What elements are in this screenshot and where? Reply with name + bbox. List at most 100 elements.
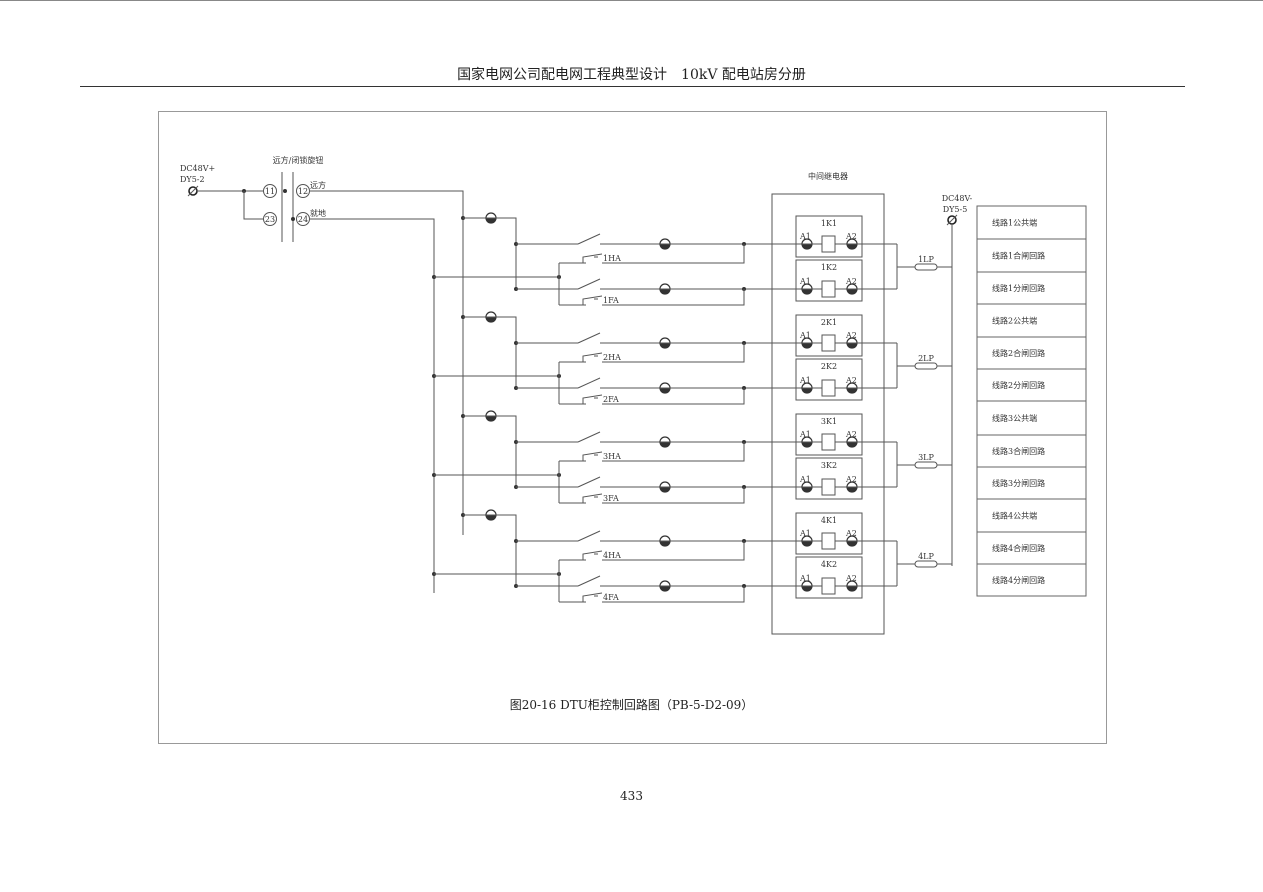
relay-coil-icon	[821, 478, 836, 496]
power-plus-id: DY5-2	[180, 175, 205, 184]
relay-1K1	[795, 215, 863, 258]
lamp-fill	[486, 416, 496, 421]
local-bus	[310, 218, 435, 593]
terminal-label: 线路3公共端	[992, 413, 1037, 423]
a1-label: A1	[799, 529, 811, 538]
figure-caption: 图20-16 DTU柜控制回路图（PB-5-D2-09）	[509, 698, 754, 712]
relay-name: 3K1	[821, 417, 837, 426]
a2-label: A2	[845, 331, 857, 340]
terminal-label: 线路1合闸回路	[992, 251, 1045, 261]
wire	[496, 514, 517, 586]
fa-label: 2FA	[603, 395, 619, 404]
a1-label: A1	[799, 475, 811, 484]
pushbutton-contact-icon	[580, 394, 603, 405]
lamp-fill	[802, 289, 812, 294]
terminal-label: 线路3分闸回路	[992, 478, 1045, 488]
terminal-slash	[946, 214, 958, 226]
wire	[602, 289, 745, 306]
a2-label: A2	[845, 574, 857, 583]
terminal-row	[976, 368, 1087, 402]
lamp-fill	[660, 343, 670, 348]
power-minus-id: DY5-5	[943, 205, 968, 214]
lamp-fill	[486, 218, 496, 223]
remote-bus	[310, 190, 464, 535]
lamp-fill	[486, 515, 496, 520]
terminal-number-circle	[263, 184, 277, 198]
terminal-number: 12	[298, 187, 308, 196]
terminal-row	[976, 238, 1087, 273]
switch-contact-icon	[577, 530, 601, 542]
lamp-fill	[660, 244, 670, 249]
diagram-frame	[158, 111, 1107, 744]
lamp-fill	[802, 541, 812, 546]
terminal-slash	[187, 185, 199, 197]
terminal-label: 线路4分闸回路	[992, 575, 1045, 585]
relay-coil-icon	[821, 334, 836, 352]
a1-label: A1	[799, 430, 811, 439]
lamp-fill	[847, 343, 857, 348]
link-plate-icon	[914, 461, 938, 469]
a2-label: A2	[845, 430, 857, 439]
relay-name: 3K2	[821, 461, 837, 470]
terminal-number: 11	[265, 187, 275, 196]
relay-name: 1K1	[821, 219, 837, 228]
fa-label: 3FA	[603, 494, 619, 503]
relay-coil-icon	[821, 280, 836, 298]
terminal-row	[976, 400, 1087, 436]
selector-switch-title: 远方/闭锁旋钮	[273, 155, 324, 165]
a2-label: A2	[845, 277, 857, 286]
terminal-number-circle	[263, 212, 277, 226]
relay-enclosure	[771, 193, 885, 635]
terminal-row	[976, 498, 1087, 533]
terminal-row	[976, 205, 1087, 240]
terminal-row	[976, 531, 1087, 565]
header-rule	[80, 86, 1185, 87]
local-label: 就地	[310, 208, 326, 218]
lamp-fill	[847, 541, 857, 546]
ha-label: 2HA	[603, 353, 621, 362]
a2-label: A2	[845, 232, 857, 241]
link-plate-icon	[914, 560, 938, 568]
lamp-fill	[802, 487, 812, 492]
pushbutton-contact-icon	[580, 352, 603, 363]
lamp-fill	[802, 586, 812, 591]
lamp-fill	[847, 442, 857, 447]
link-plate-label: 2LP	[918, 354, 934, 363]
lamp-fill	[660, 289, 670, 294]
a1-label: A1	[799, 376, 811, 385]
terminal-label: 线路2分闸回路	[992, 380, 1045, 390]
switch-contact-icon	[577, 377, 601, 389]
relay-coil-icon	[821, 433, 836, 451]
lamp-fill	[847, 289, 857, 294]
switch-contact-icon	[577, 575, 601, 587]
ha-label: 1HA	[603, 254, 621, 263]
relay-name: 4K2	[821, 560, 837, 569]
relay-coil-icon	[821, 532, 836, 550]
pushbutton-contact-icon	[580, 493, 603, 504]
wire	[602, 244, 745, 264]
fa-label: 1FA	[603, 296, 619, 305]
relay-title: 中间继电器	[808, 171, 848, 181]
wire	[496, 316, 517, 388]
switch-contact-icon	[577, 476, 601, 488]
terminal-number-circle	[296, 212, 310, 226]
a1-label: A1	[799, 331, 811, 340]
lamp-fill	[802, 442, 812, 447]
a1-label: A1	[799, 574, 811, 583]
link-plate-label: 1LP	[918, 255, 934, 264]
lamp-fill	[660, 487, 670, 492]
lamp-fill	[802, 244, 812, 249]
terminal-row	[976, 271, 1087, 305]
lamp-fill	[802, 343, 812, 348]
lamp-fill	[660, 541, 670, 546]
indicator-lamp-icon	[801, 283, 813, 295]
ha-label: 3HA	[603, 452, 621, 461]
lamp-fill	[486, 317, 496, 322]
terminal-number: 24	[298, 215, 308, 224]
a2-label: A2	[845, 529, 857, 538]
relay-name: 1K2	[821, 263, 837, 272]
pushbutton-contact-icon	[580, 451, 603, 462]
a2-label: A2	[845, 376, 857, 385]
switch-contact-icon	[577, 332, 601, 344]
